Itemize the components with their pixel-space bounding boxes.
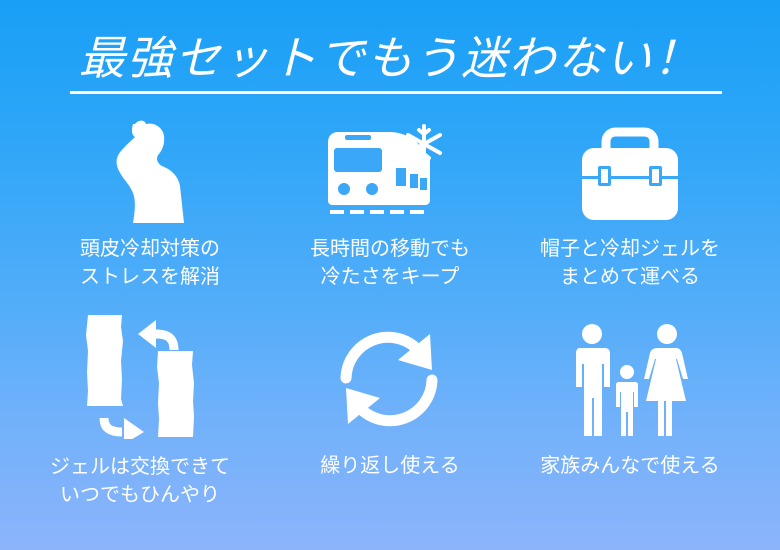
feature-train-keep-cold: 長時間の移動でも 冷たさをキープ: [270, 118, 510, 298]
gel-swap-icon: [86, 314, 196, 439]
feature-label: ジェルは交換できて いつでもひんやり: [50, 454, 230, 506]
repeat-cycle-icon: [336, 326, 442, 432]
feature-label: 繰り返し使える: [320, 453, 460, 477]
feature-scalp-cooling: 頭皮冷却対策の ストレスを解消: [30, 118, 270, 298]
family-icon: [576, 324, 688, 438]
feature-label: 頭皮冷却対策の ストレスを解消: [80, 236, 220, 288]
page-title: 最強セットでもう迷わない！: [78, 31, 702, 85]
train-snowflake-icon: [320, 122, 450, 222]
feature-label: 帽子と冷却ジェルを まとめて運べる: [540, 236, 720, 288]
woman-cooling-head-icon: [97, 118, 197, 224]
feature-cooler-box: 帽子と冷却ジェルを まとめて運べる: [510, 118, 750, 298]
feature-family: 家族みんなで使える: [510, 320, 750, 490]
feature-label: 長時間の移動でも 冷たさをキープ: [310, 236, 470, 288]
cooler-box-icon: [582, 124, 678, 220]
title-underline: [70, 91, 722, 94]
feature-reusable: 繰り返し使える: [270, 318, 510, 488]
feature-label: 家族みんなで使える: [540, 453, 720, 477]
feature-gel-swap: ジェルは交換できて いつでもひんやり: [20, 314, 260, 514]
